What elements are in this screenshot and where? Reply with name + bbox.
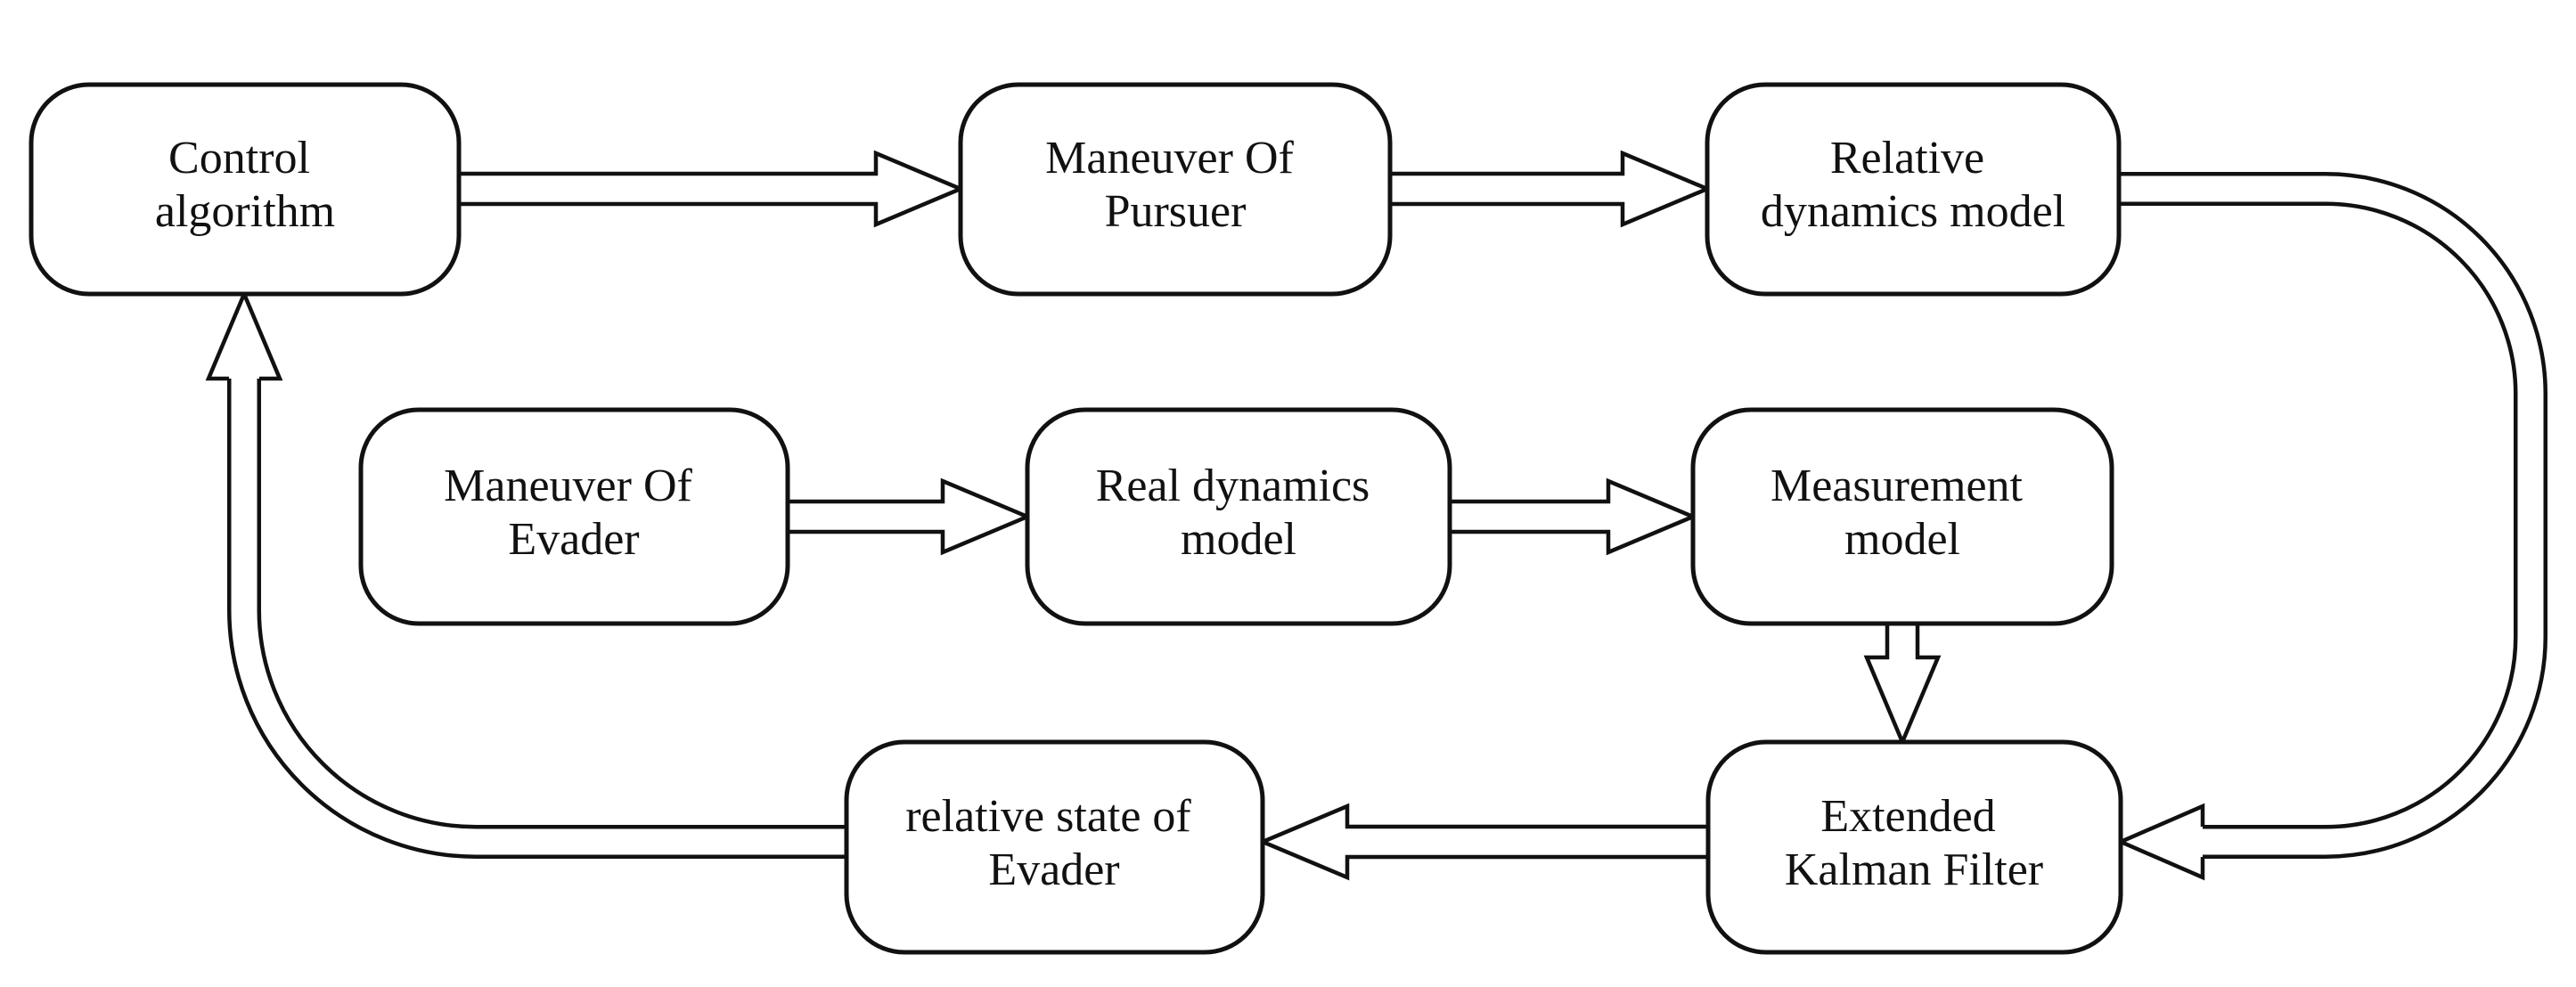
node-box: [1690, 407, 2114, 626]
edge-extended-kalman-filter-to-relative-state-of-evader: [1257, 803, 1708, 881]
node-label: relative state of Evader: [905, 791, 1203, 895]
node-label: Measurement model: [1770, 461, 2034, 565]
right-loop-shaft-outline: [2119, 172, 2547, 859]
left-loop-shaft-core: [231, 377, 846, 855]
edge-relative-state-of-evader-to-control-algorithm: [205, 289, 846, 859]
node-relative-state-of-evader: relative state of Evader: [844, 739, 1265, 955]
node-box: [958, 82, 1393, 297]
node-label: Real dynamics model: [1096, 461, 1382, 565]
node-box: [29, 82, 462, 297]
edge-relative-dynamics-model-to-extended-kalman-filter: [2115, 172, 2547, 881]
edge-maneuver-of-pursuer-to-relative-dynamics-model: [1390, 150, 1713, 228]
node-label: Relative dynamics model: [1761, 133, 2065, 237]
node-extended-kalman-filter: Extended Kalman Filter: [1705, 739, 2123, 955]
edge-control-algorithm-to-maneuver-of-pursuer: [459, 150, 966, 228]
node-label: Maneuver Of Evader: [444, 461, 704, 565]
node-label: Control algorithm: [155, 133, 335, 237]
node-measurement-model: Measurement model: [1690, 407, 2114, 626]
up-arrowhead-icon: [205, 289, 283, 381]
node-box: [358, 407, 790, 626]
node-relative-dynamics-model: Relative dynamics model: [1705, 82, 2122, 297]
node-control-algorithm: Control algorithm: [29, 82, 462, 297]
node-label: Extended Kalman Filter: [1785, 791, 2043, 895]
node-label: Maneuver Of Pursuer: [1045, 133, 1305, 237]
node-maneuver-of-pursuer: Maneuver Of Pursuer: [958, 82, 1393, 297]
node-box: [1705, 739, 2123, 955]
edge-real-dynamics-model-to-measurement-model: [1450, 477, 1698, 556]
node-maneuver-of-evader: Maneuver Of Evader: [358, 407, 790, 626]
node-box: [1705, 82, 2122, 297]
edge-maneuver-of-evader-to-real-dynamics-model: [788, 477, 1033, 556]
edge-measurement-model-to-extended-kalman-filter: [1863, 624, 1942, 747]
right-loop-shaft-core: [2119, 175, 2544, 855]
left-arrowhead-icon: [2115, 803, 2205, 881]
node-real-dynamics-model: Real dynamics model: [1025, 407, 1452, 626]
node-box: [844, 739, 1265, 955]
node-box: [1025, 407, 1452, 626]
